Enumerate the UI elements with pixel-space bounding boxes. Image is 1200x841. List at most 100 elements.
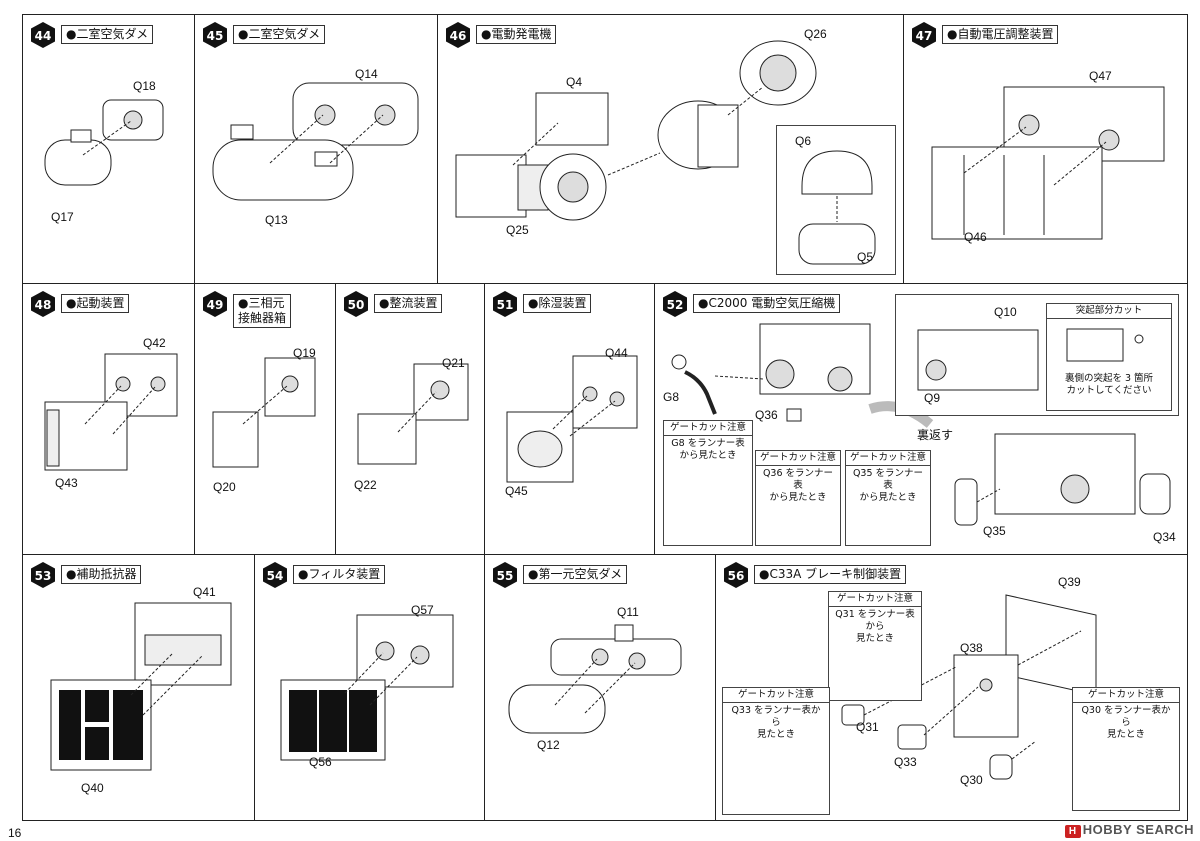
step-title: ●自動電圧調整装置	[942, 25, 1059, 44]
step-number: 54	[267, 569, 284, 583]
page-number: 16	[8, 826, 22, 840]
cut-note-text: 裏側の突起を 3 箇所 カットしてください	[1064, 373, 1154, 396]
step-54-panel: 54 ●フィルタ装置 Q57 Q56	[254, 554, 485, 821]
part-illustration	[44, 99, 164, 186]
step-number: 46	[450, 29, 467, 43]
step-number: 53	[35, 569, 52, 583]
step-number-badge: 45	[201, 21, 229, 49]
part-illustration	[455, 40, 817, 221]
step-header: 49 ●三相元 接触器箱	[201, 290, 292, 328]
cut-note-title: 突起部分カット	[1047, 304, 1171, 319]
part-label: Q56	[309, 755, 332, 769]
step-number-badge: 55	[491, 561, 519, 589]
part-label: Q22	[354, 478, 377, 492]
step-49-panel: 49 ●三相元 接触器箱 Q19 Q20	[194, 283, 336, 555]
part-label: Q46	[964, 230, 987, 244]
part-label: Q5	[857, 250, 874, 264]
step-title: ●第一元空気ダメ	[523, 565, 628, 584]
part-label: Q14	[355, 67, 378, 81]
step-header: 51 ●除湿装置	[491, 290, 592, 318]
part-label: Q6	[795, 134, 812, 148]
gate-cut-heading: ゲートカット注意	[829, 592, 921, 607]
step-number: 44	[35, 29, 52, 43]
part-label: Q18	[133, 79, 156, 93]
gate-cut-text: Q31 をランナー表から 見たとき	[835, 609, 915, 644]
gate-cut-text: Q35 をランナー表 から見たとき	[852, 468, 924, 503]
part-label: Q44	[605, 346, 628, 360]
step-50-panel: 50 ●整流装置 Q21 Q22	[335, 283, 485, 555]
step-52-panel: 52 ●C2000 電動空気圧縮機 Q10 Q9 突起部分カット 裏側の突起を …	[654, 283, 1188, 555]
gate-cut-note: ゲートカット注意 G8 をランナー表 から見たとき	[663, 420, 753, 546]
part-label: Q41	[193, 585, 216, 599]
step-header: 52 ●C2000 電動空気圧縮機	[661, 290, 841, 318]
part-label: Q26	[804, 27, 827, 41]
step-number-badge: 56	[722, 561, 750, 589]
step-title: ●起動装置	[61, 294, 130, 313]
step-number-badge: 54	[261, 561, 289, 589]
step-header: 53 ●補助抵抗器	[29, 561, 142, 589]
step-header: 48 ●起動装置	[29, 290, 130, 318]
part-label: Q45	[505, 484, 528, 498]
step-number-badge: 53	[29, 561, 57, 589]
part-label: Q35	[983, 524, 1006, 538]
step-header: 47 ●自動電圧調整装置	[910, 21, 1059, 49]
step-number: 45	[207, 29, 224, 43]
watermark-text: HOBBY SEARCH	[1082, 822, 1194, 837]
cut-note-illustration	[1066, 328, 1144, 362]
step-title: ●整流装置	[374, 294, 443, 313]
part-illustration	[50, 602, 232, 771]
part-illustration	[357, 363, 469, 465]
step-number-badge: 52	[661, 290, 689, 318]
step-header: 46 ●電動発電機	[444, 21, 557, 49]
step-number-badge: 50	[342, 290, 370, 318]
part-label: Q21	[442, 356, 465, 370]
step-title: ●電動発電機	[476, 25, 557, 44]
step-number-badge: 46	[444, 21, 472, 49]
step-51-panel: 51 ●除湿装置 Q44 Q45	[484, 283, 655, 555]
step-header: 54 ●フィルタ装置	[261, 561, 386, 589]
part-illustration	[212, 357, 316, 468]
part-label: Q31	[856, 720, 879, 734]
part-label: Q34	[1153, 530, 1176, 544]
part-label: Q33	[894, 755, 917, 769]
part-illustration	[44, 353, 178, 471]
gate-cut-text: Q36 をランナー表 から見たとき	[762, 468, 834, 503]
step-header: 50 ●整流装置	[342, 290, 443, 318]
detail-illustration	[798, 150, 876, 265]
step-title: ●除湿装置	[523, 294, 592, 313]
step-44-panel: 44 ●二室空気ダメ Q18 Q17	[22, 14, 195, 284]
gate-cut-heading: ゲートカット注意	[846, 451, 930, 466]
gate-cut-text: Q30 をランナー表から 見たとき	[1081, 705, 1171, 740]
flip-note: 裏返す	[917, 428, 954, 442]
step-number-badge: 44	[29, 21, 57, 49]
step-46-panel: 46 ●電動発電機 Q4 Q26 Q25 Q6 Q5	[437, 14, 904, 284]
step-title: ●C2000 電動空気圧縮機	[693, 294, 841, 313]
step-number-badge: 47	[910, 21, 938, 49]
part-illustration	[280, 614, 454, 761]
cut-note-box: 突起部分カット 裏側の突起を 3 箇所 カットしてください	[1046, 303, 1172, 411]
part-illustration	[506, 355, 638, 483]
part-label: Q19	[293, 346, 316, 360]
part-illustration	[931, 86, 1165, 240]
part-label: Q36	[755, 408, 778, 422]
gate-cut-heading: ゲートカット注意	[664, 421, 752, 436]
gate-cut-text: Q33 をランナー表から 見たとき	[731, 705, 821, 740]
part-label: Q4	[566, 75, 583, 89]
part-label: G8	[663, 390, 680, 404]
step-number-badge: 49	[201, 290, 229, 318]
step-number: 51	[497, 298, 514, 312]
step-header: 44 ●二室空気ダメ	[29, 21, 154, 49]
gate-cut-note: ゲートカット注意 Q35 をランナー表 から見たとき	[845, 450, 931, 546]
part-label: Q25	[506, 223, 529, 237]
part-label: Q10	[994, 305, 1017, 319]
step-number: 48	[35, 298, 52, 312]
step-title: ●三相元 接触器箱	[233, 294, 292, 328]
watermark-mark: H	[1064, 825, 1081, 838]
gate-cut-note: ゲートカット注意 Q31 をランナー表から 見たとき	[828, 591, 922, 701]
part-label: Q20	[213, 480, 236, 494]
part-label: Q38	[960, 641, 983, 655]
part-label: Q30	[960, 773, 983, 787]
step-header: 45 ●二室空気ダメ	[201, 21, 326, 49]
gate-cut-note: ゲートカット注意 Q30 をランナー表から 見たとき	[1072, 687, 1180, 811]
